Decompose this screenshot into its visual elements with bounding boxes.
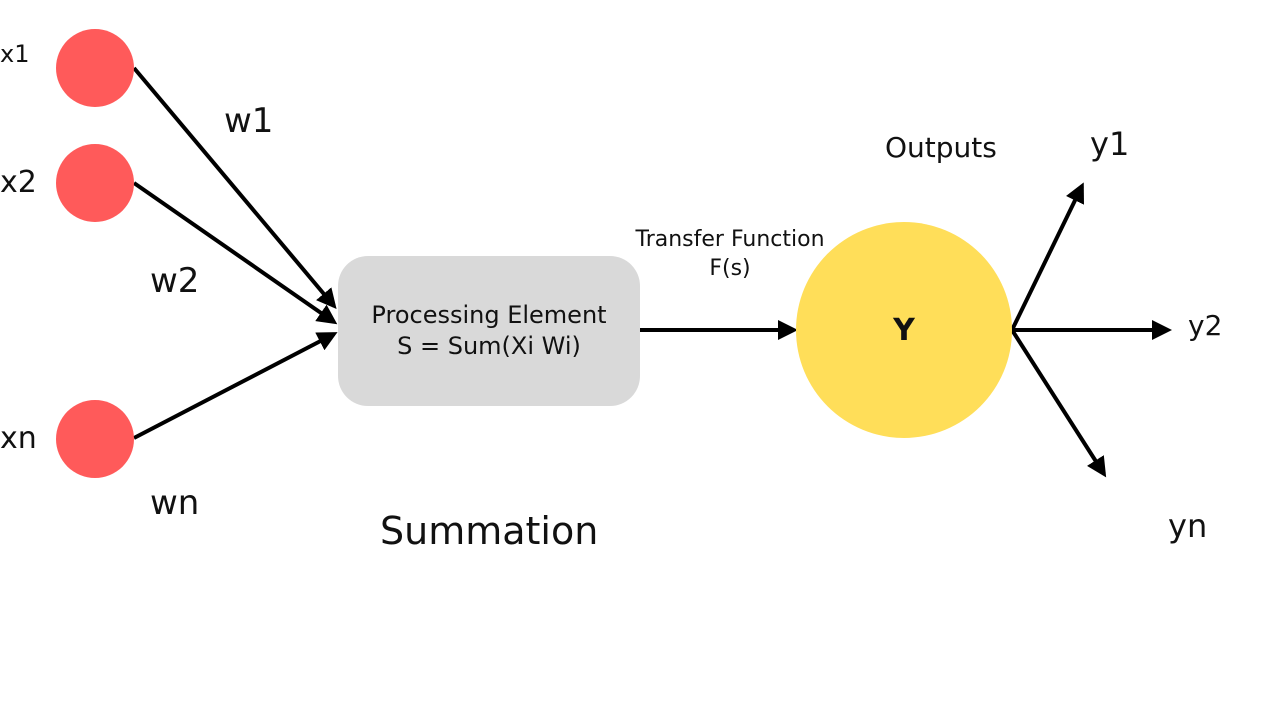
edge-x1-processing [132,66,337,310]
transfer-function-label: Transfer Function F(s) [620,226,840,283]
transfer-function-line2: F(s) [709,255,751,281]
input-label-x1: x1 [0,40,30,68]
input-node-xn [56,400,134,478]
input-node-x1 [56,29,134,107]
input-node-x2 [56,144,134,222]
transfer-function-line1: Transfer Function [635,227,825,252]
edge-output-yn [1010,328,1107,478]
output-node [796,222,1012,438]
input-label-xn: xn [0,421,37,456]
weight-label-w1: w1 [224,101,274,141]
edge-xn-processing [133,332,338,440]
processing-title: Processing Element [371,300,607,329]
output-node-label: Y [893,312,915,348]
edge-x2-processing [132,181,338,325]
output-label-y1: y1 [1090,125,1130,163]
summation-caption: Summation [380,509,599,553]
weight-label-wn: wn [150,483,200,523]
edge-output-y1 [1010,182,1084,331]
weight-label-w2: w2 [150,261,200,301]
processing-element-box: Processing Element S = Sum(Xi Wi) [338,256,640,406]
outputs-caption: Outputs [885,131,997,164]
output-label-y2: y2 [1188,309,1223,342]
output-label-yn: yn [1168,507,1208,545]
processing-formula: S = Sum(Xi Wi) [397,332,581,360]
input-label-x2: x2 [0,165,37,200]
